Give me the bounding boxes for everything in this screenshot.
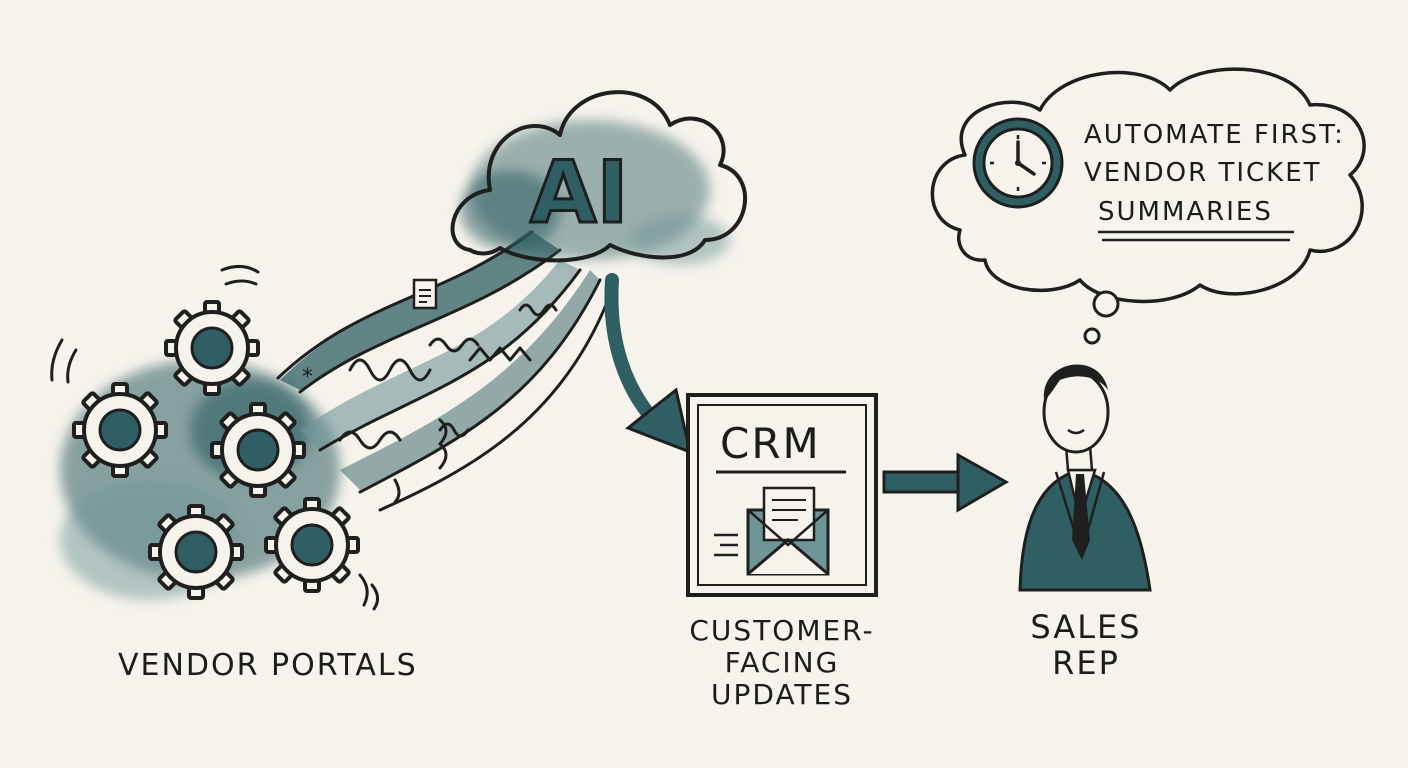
data-streams: * (276, 230, 610, 512)
thought-line-2: VENDOR TICKET (1084, 158, 1322, 188)
ai-label: AI (530, 143, 629, 243)
ai-cloud-group: AI (450, 90, 747, 265)
gear-icon (210, 402, 306, 498)
gear-icon (264, 497, 360, 593)
sales-rep-group: SALES REP (1018, 364, 1152, 682)
arrow-icon (604, 273, 693, 455)
crm-label: CRM (720, 419, 821, 468)
gear-icon (164, 300, 260, 396)
sales-line-2: REP (1052, 644, 1120, 682)
vendor-portals-group: VENDOR PORTALS (50, 265, 418, 683)
crm-panel: CRM CUSTOMER- FACING UPDATES (686, 393, 878, 711)
thought-line-3: SUMMARIES (1098, 197, 1273, 227)
customer-line-1: CUSTOMER- (689, 614, 874, 647)
document-icon (412, 278, 438, 310)
gear-icon (148, 504, 244, 600)
vendor-portals-label: VENDOR PORTALS (118, 648, 418, 683)
customer-line-3: UPDATES (711, 678, 853, 711)
thought-line-1: AUTOMATE FIRST: (1084, 120, 1345, 150)
svg-text:*: * (302, 365, 315, 390)
clock-icon (972, 117, 1064, 209)
motion-lines (50, 265, 379, 611)
sales-line-1: SALES (1030, 608, 1141, 646)
envelope-icon (714, 486, 830, 576)
gear-icon (72, 382, 168, 478)
person-icon (1018, 364, 1152, 592)
cloud-icon (450, 90, 747, 263)
thought-bubble: AUTOMATE FIRST: VENDOR TICKET SUMMARIES (930, 67, 1366, 345)
customer-line-2: FACING (725, 646, 840, 679)
arrow-icon (882, 452, 1010, 513)
